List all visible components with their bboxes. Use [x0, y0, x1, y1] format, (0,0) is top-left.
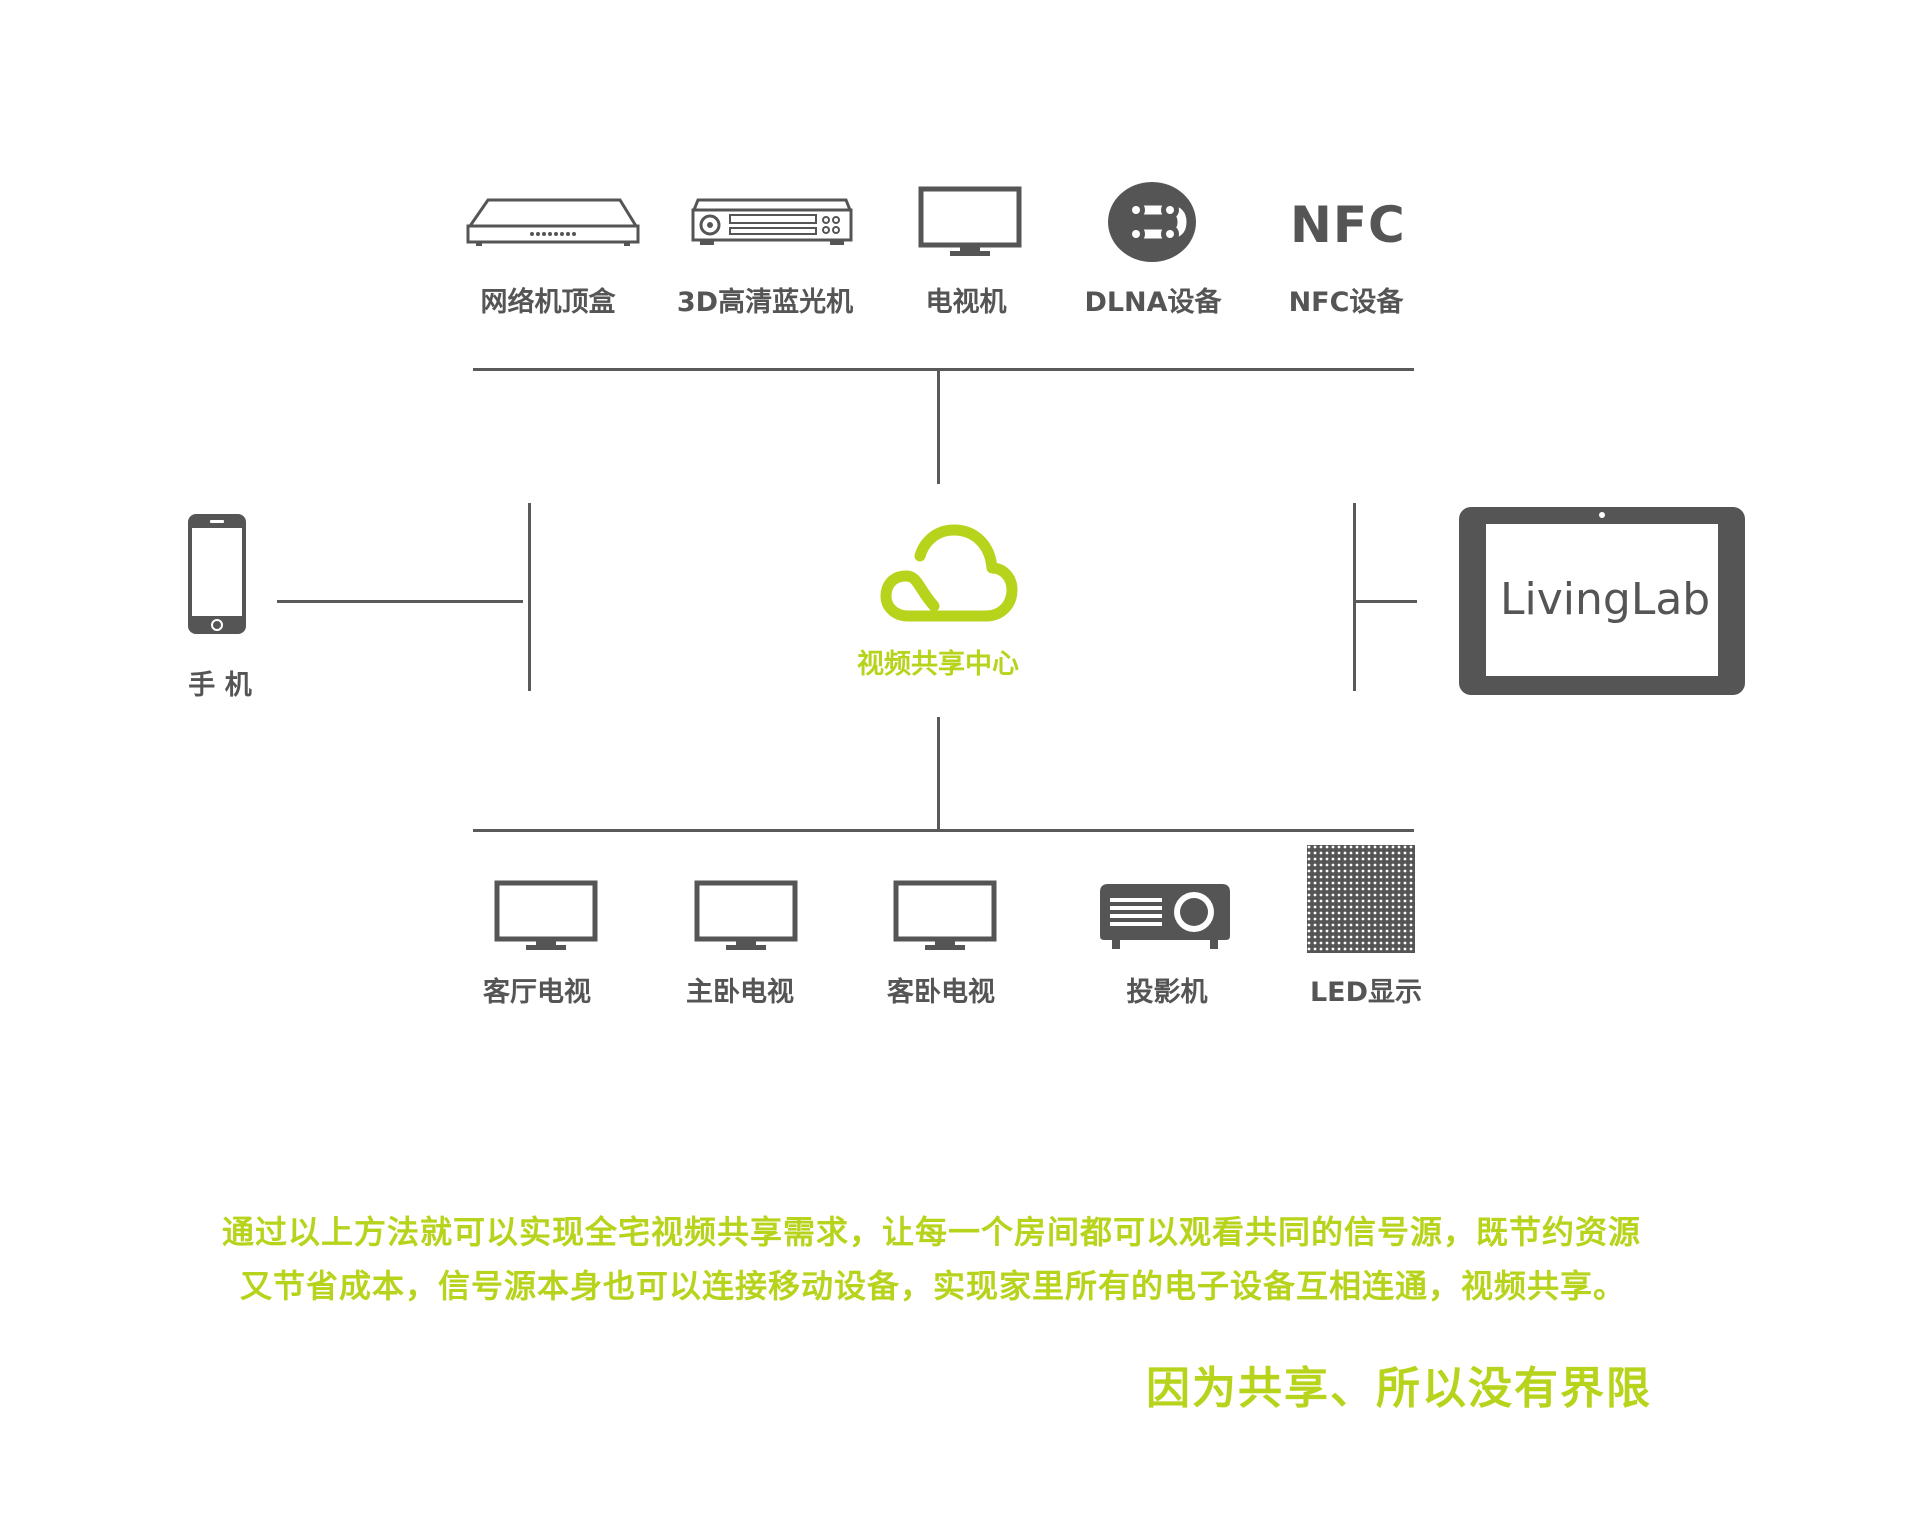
right-connector [1355, 600, 1417, 603]
device-label-projector: 投影机 [1126, 977, 1208, 1008]
device-label-led-display: LED显示 [1309, 977, 1423, 1008]
hub-label: 视频共享中心 [857, 649, 1019, 680]
left-connector [277, 600, 523, 603]
left-bracket-line [528, 503, 531, 691]
device-label-phone: 手 机 [188, 670, 252, 701]
tablet-screen-text: LivingLab [1500, 574, 1711, 625]
device-label-living-room-tv: 客厅电视 [483, 977, 591, 1008]
led-display-icon [1307, 845, 1415, 953]
tv-icon [893, 880, 997, 950]
blu-ray-player-icon [691, 198, 853, 245]
device-label-dlna: DLNA设备 [1084, 287, 1222, 318]
tv-icon [494, 880, 598, 950]
bottom-connector [937, 717, 940, 829]
slogan: 因为共享、所以没有界限 [1146, 1363, 1652, 1414]
tablet-icon [1459, 507, 1745, 695]
top-connector [937, 370, 940, 484]
phone-icon [188, 514, 246, 634]
cloud-icon [880, 524, 1018, 622]
device-label-nfc: NFC设备 [1288, 287, 1404, 318]
dlna-icon [1108, 182, 1196, 262]
tv-icon [918, 186, 1022, 256]
set-top-box-icon [466, 198, 640, 246]
tv-icon [694, 880, 798, 950]
top-bus-line [473, 368, 1414, 371]
right-bracket-line [1353, 503, 1356, 691]
device-label-guest-bedroom-tv: 客卧电视 [887, 977, 995, 1008]
device-label-master-bedroom-tv: 主卧电视 [686, 977, 794, 1008]
device-label-blu-ray: 3D高清蓝光机 [676, 287, 854, 318]
description-line-1: 通过以上方法就可以实现全宅视频共享需求，让每一个房间都可以观看共同的信号源，既节… [222, 1213, 1642, 1251]
device-label-set-top-box: 网络机顶盒 [480, 287, 616, 318]
nfc-icon: NFC [1290, 196, 1406, 254]
bottom-bus-line [473, 829, 1414, 832]
description-line-2: 又节省成本，信号源本身也可以连接移动设备，实现家里所有的电子设备互相连通，视频共… [240, 1267, 1627, 1305]
device-label-tv: 电视机 [925, 287, 1007, 318]
projector-icon [1100, 884, 1230, 949]
